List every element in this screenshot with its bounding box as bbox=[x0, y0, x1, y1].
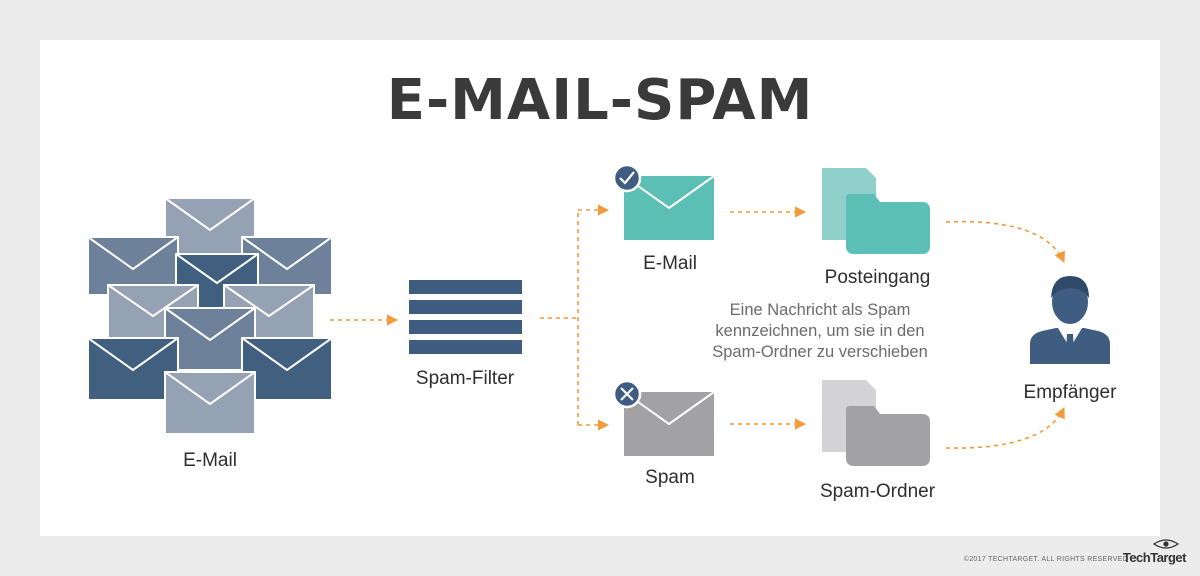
spam-folder-icon bbox=[822, 380, 930, 466]
spam-envelope bbox=[623, 391, 715, 456]
diagram-title: E-MAIL-SPAM bbox=[386, 68, 814, 133]
envelope-icon bbox=[87, 337, 179, 401]
label-email-source: E-Mail bbox=[183, 450, 237, 471]
envelope-icon bbox=[241, 337, 333, 401]
label-spam: Spam bbox=[645, 467, 695, 488]
person-icon bbox=[1030, 276, 1110, 364]
arrow-inbox-to-recipient bbox=[945, 220, 1065, 264]
branch-arrows bbox=[540, 204, 610, 431]
accepted-email-envelope bbox=[623, 175, 715, 240]
inbox-folder-icon bbox=[822, 168, 930, 254]
check-icon bbox=[612, 163, 642, 193]
arrow-spam-to-recipient bbox=[945, 406, 1065, 449]
spam-marking-note: Eine Nachricht als Spam kennzeichnen, um… bbox=[712, 301, 928, 361]
envelope-icon bbox=[164, 371, 256, 435]
spam-filter-icon bbox=[409, 280, 522, 354]
brand-logo-text: TechTarget bbox=[1122, 550, 1187, 565]
label-spam-filter: Spam-Filter bbox=[415, 368, 515, 389]
cross-icon bbox=[612, 379, 642, 409]
label-inbox: Posteingang bbox=[824, 267, 931, 288]
techtarget-logo-icon bbox=[1152, 539, 1180, 549]
copyright-notice: ©2017 TECHTARGET. ALL RIGHTS RESERVED bbox=[963, 556, 1128, 563]
label-email-accepted: E-Mail bbox=[643, 253, 697, 274]
email-stack bbox=[87, 197, 333, 435]
label-recipient: Empfänger bbox=[1023, 382, 1117, 403]
label-spam-folder: Spam-Ordner bbox=[819, 481, 936, 502]
